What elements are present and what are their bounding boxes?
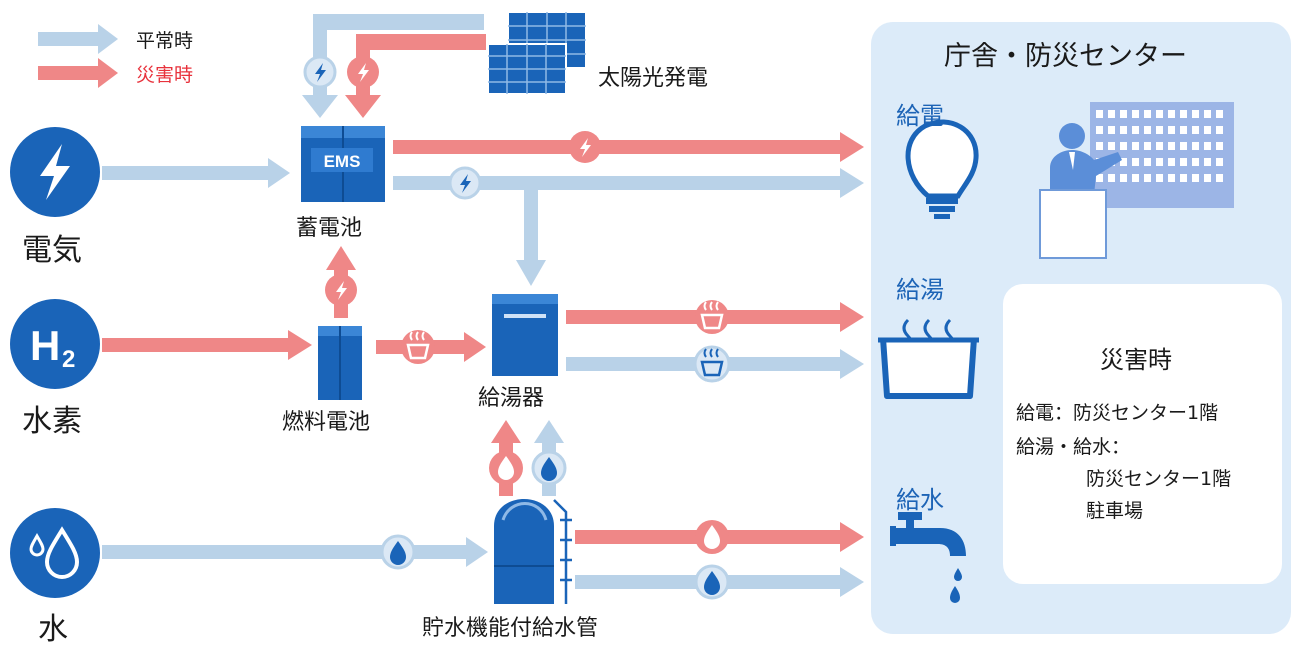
- bolt-marker-icon: [325, 274, 357, 306]
- hot-bath-marker-icon: [693, 345, 731, 383]
- legend-disaster-arrow: [38, 58, 118, 88]
- hot-bath-marker-icon: [401, 330, 435, 364]
- electricity-label: 電気: [22, 233, 82, 268]
- solar-panel-icon: [487, 11, 587, 95]
- water-drop-marker-icon: [489, 451, 523, 485]
- battery-to-heater-arrow: [516, 183, 546, 286]
- electricity-icon: [10, 127, 100, 217]
- water-drop-marker-icon: [694, 564, 730, 600]
- note-line-parking: 駐車場: [1086, 500, 1144, 522]
- water-tank-device-icon: [494, 499, 572, 604]
- battery-to-power-disaster-arrow: [393, 132, 864, 162]
- water-label: 水: [38, 612, 68, 647]
- note-line-location: 防災センター1階: [1086, 468, 1232, 490]
- bolt-marker-icon: [303, 55, 337, 89]
- bolt-marker-icon: [347, 56, 379, 88]
- battery-device-icon: EMS: [301, 126, 385, 202]
- water-icon: [10, 508, 100, 598]
- solar-to-battery-normal-arrow: [302, 14, 484, 118]
- legend-normal-arrow: [38, 24, 118, 54]
- electricity-to-battery-arrow: [102, 158, 290, 188]
- hot-bath-icon: [878, 318, 979, 399]
- solar-label: 太陽光発電: [598, 66, 709, 91]
- water-drop-marker-icon: [695, 520, 729, 554]
- power-supply-label: 給電: [896, 102, 944, 130]
- legend-disaster-label: 災害時: [136, 64, 194, 86]
- bolt-marker-icon: [448, 166, 482, 200]
- water-heater-device-icon: [492, 294, 558, 376]
- hydrogen-label: 水素: [22, 404, 82, 439]
- bolt-marker-icon: [569, 131, 601, 163]
- note-line-power: 給電：防災センター1階: [1016, 402, 1219, 424]
- hot-bath-marker-icon: [695, 300, 729, 334]
- battery-label: 蓄電池: [296, 216, 363, 241]
- hydrogen-subscript: 2: [62, 346, 75, 373]
- solar-to-battery-disaster-arrow: [345, 34, 486, 118]
- ems-badge: EMS: [324, 152, 361, 171]
- hydrogen-symbol: H: [30, 322, 60, 369]
- hydrogen-to-fuelcell-arrow: [102, 330, 312, 360]
- water-tank-label: 貯水機能付給水管: [422, 616, 599, 641]
- office-building-icon: [1039, 102, 1234, 259]
- battery-to-power-normal-arrow: [393, 168, 864, 198]
- water-heater-label: 給湯器: [478, 386, 545, 411]
- water-drop-marker-icon: [380, 534, 416, 570]
- legend-normal-label: 平常時: [136, 30, 194, 52]
- fuel-cell-label: 燃料電池: [282, 410, 371, 435]
- hot-water-label: 給湯: [896, 276, 944, 304]
- fuel-cell-device-icon: [318, 326, 362, 400]
- note-line-hotwater: 給湯・給水：: [1016, 436, 1131, 458]
- disaster-note-box: [1003, 284, 1282, 584]
- water-drop-marker-icon: [531, 450, 567, 486]
- faucet-icon: [890, 512, 966, 603]
- lightbulb-icon: [905, 119, 979, 219]
- hydrogen-icon: H 2: [10, 299, 100, 389]
- building-title: 庁舎・防災センター: [944, 41, 1187, 72]
- water-to-tank-arrow: [102, 537, 488, 567]
- note-title: 災害時: [1100, 346, 1172, 374]
- water-supply-label: 給水: [896, 486, 944, 514]
